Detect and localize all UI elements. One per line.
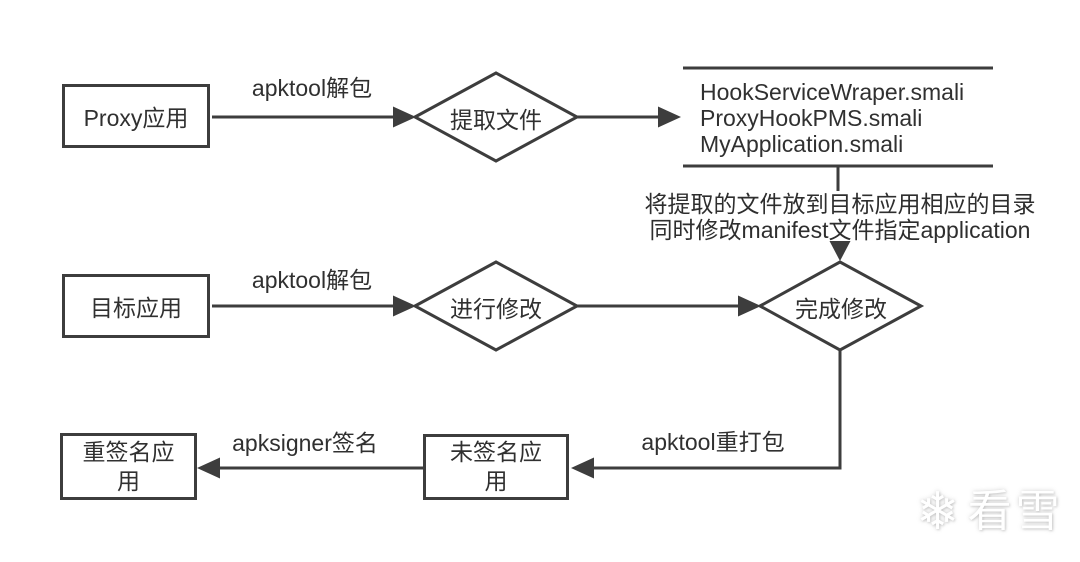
arrowhead [829, 241, 851, 261]
edge-label-apktool-repack: apktool重打包 [641, 429, 785, 455]
decision-changes-done-label: 完成修改 [795, 296, 887, 322]
arrowhead [658, 106, 681, 128]
edge-label-apktool-unpack-mid: apktool解包 [251, 267, 373, 293]
decision-extract-files-label: 提取文件 [450, 107, 542, 133]
arrowhead [393, 106, 416, 128]
file-list-item: HookServiceWraper.smali [700, 79, 965, 105]
file-list-item: ProxyHookPMS.smali [700, 105, 923, 131]
node-resigned-app: 重签名应用 [60, 433, 197, 500]
node-unsigned-app: 未签名应用 [423, 434, 569, 500]
snowflake-icon: ❄ [916, 483, 960, 541]
node-unsigned-app-label: 未签名应用 [450, 439, 542, 494]
decision-extract-files-shape [411, 71, 581, 163]
decision-changes-done-shape [756, 260, 925, 352]
file-list-item: MyApplication.smali [700, 131, 904, 157]
annotation-line1: 将提取的文件放到目标应用相应的目录 [644, 191, 1036, 217]
watermark-text: 看雪 [967, 487, 1064, 536]
node-proxy-app: Proxy应用 [62, 84, 210, 148]
arrowhead [197, 457, 220, 479]
annotation-note: 将提取的文件放到目标应用相应的目录 同时修改manifest文件指定applic… [599, 191, 1080, 243]
node-resigned-app-label: 重签名应用 [82, 438, 175, 494]
arrowhead [738, 295, 761, 317]
edge-label-apktool-unpack-top: apktool解包 [251, 75, 373, 101]
arrowhead [571, 457, 594, 479]
decision-make-changes-label: 进行修改 [450, 296, 542, 322]
annotation-line2: 同时修改manifest文件指定application [649, 217, 1031, 243]
watermark: ❄ 看雪 [916, 484, 1064, 540]
node-target-app-label: 目标应用 [90, 295, 182, 321]
node-proxy-app-label: Proxy应用 [83, 105, 189, 131]
node-target-app: 目标应用 [62, 274, 210, 338]
extracted-file-list: HookServiceWraper.smali ProxyHookPMS.sma… [700, 79, 964, 157]
edge-done-to-unsigned [590, 350, 842, 470]
arrowhead [393, 295, 416, 317]
edge-label-apksigner-sign: apksigner签名 [232, 430, 378, 456]
decision-make-changes-shape [411, 260, 581, 352]
